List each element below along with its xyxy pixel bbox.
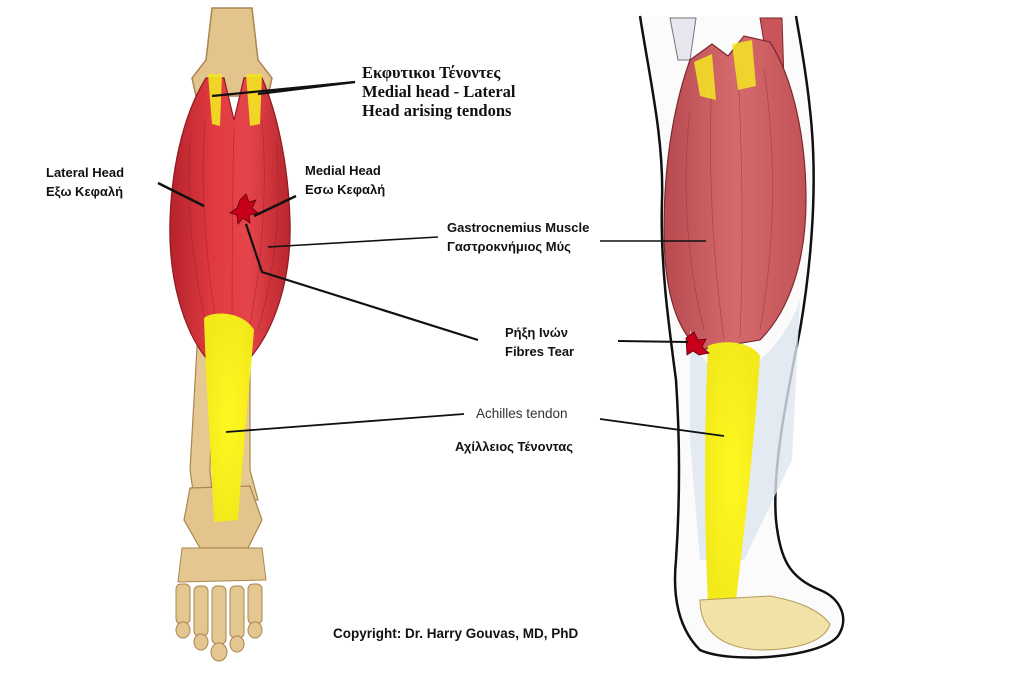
leader-tear-right <box>617 340 689 343</box>
leader-gastrocnemius-left <box>267 236 439 248</box>
origin-tendon-right-1 <box>694 54 716 100</box>
label-gastrocnemius-gr: Γαστροκνήμιος Μύς <box>447 239 571 254</box>
label-lateral-head-gr: Εξω Κεφαλή <box>46 184 124 199</box>
label-medial-head: Medial Head Εσω Κεφαλή <box>305 161 385 199</box>
foot-bones <box>175 547 267 662</box>
muscle-fibres-right <box>685 69 773 341</box>
label-gastrocnemius-en: Gastrocnemius Muscle <box>447 220 590 235</box>
copyright-notice: Copyright: Dr. Harry Gouvas, MD, PhD <box>333 626 579 641</box>
label-medial-head-en: Medial Head <box>305 163 381 178</box>
origin-tendon-medial <box>246 74 262 126</box>
gastrocnemius-muscle-right <box>663 35 807 351</box>
label-fibres-tear-gr: Ρήξη Ινών <box>505 325 569 340</box>
label-origin-tendons: Εκφυτικοι Τένοντες Medial head - Lateral… <box>362 63 516 120</box>
leader-lateral-head <box>157 181 205 208</box>
leader-tear-left <box>244 223 479 342</box>
fibres-tear-mark-right <box>685 331 710 356</box>
leader-medial-head <box>253 194 297 218</box>
label-lateral-head: Lateral Head Εξω Κεφαλή <box>46 163 124 201</box>
left-leg-figure <box>169 7 291 662</box>
label-lateral-head-en: Lateral Head <box>46 165 125 180</box>
label-origin-tendons-line1: Εκφυτικοι Τένοντες <box>362 63 501 82</box>
leader-achilles-left <box>225 413 465 433</box>
leader-tendons-b <box>257 80 356 96</box>
label-achilles-gr: Αχίλλειος Τένοντας <box>455 439 573 454</box>
fibres-tear-mark-left <box>229 193 259 225</box>
origin-tendon-right-2 <box>732 40 756 90</box>
origin-tendon-lateral <box>208 74 222 126</box>
achilles-tendon-right <box>705 342 760 604</box>
heel-pad <box>699 595 831 651</box>
leader-achilles-right <box>599 418 725 437</box>
label-origin-tendons-line2: Medial head - Lateral <box>362 82 516 101</box>
label-gastrocnemius: Gastrocnemius Muscle Γαστροκνήμιος Μύς <box>447 218 589 256</box>
leader-lines <box>157 80 725 437</box>
right-leg-figure <box>638 15 845 659</box>
gastrocnemius-muscle-left <box>169 77 291 359</box>
label-achilles-en: Achilles tendon <box>476 406 568 421</box>
label-fibres-tear: Ρήξη Ινών Fibres Tear <box>505 323 574 361</box>
label-fibres-tear-en: Fibres Tear <box>505 344 575 359</box>
achilles-tendon-left <box>204 313 254 522</box>
label-origin-tendons-line3: Head arising tendons <box>362 101 512 120</box>
label-medial-head-gr: Εσω Κεφαλή <box>305 182 386 197</box>
